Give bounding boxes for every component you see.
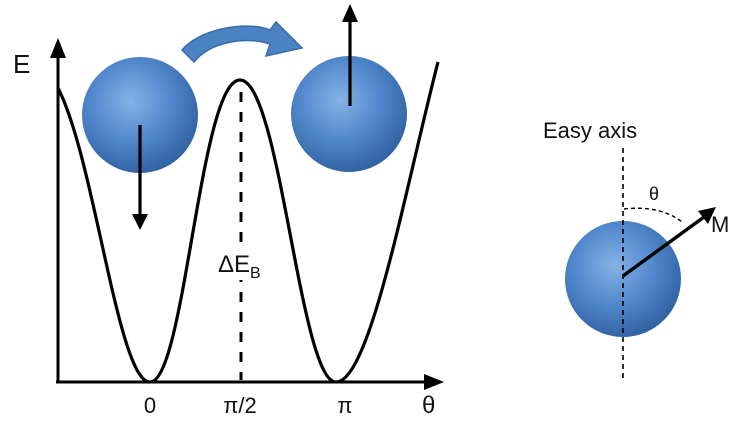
magnetization-arrow [621, 215, 706, 278]
easy-axis-label: Easy axis [543, 118, 637, 143]
particle-diagram: Easy axis θ M [543, 118, 729, 382]
flip-arrow [180, 20, 304, 64]
x-axis-label: θ [422, 392, 435, 419]
x-axis-arrowhead [424, 374, 444, 390]
energy-plot: E θ 0 π/2 π ΔEB [13, 4, 444, 419]
barrier-label: ΔEB [218, 251, 261, 282]
tick-label-pi: π [337, 393, 352, 418]
barrier-label-sub: B [250, 265, 261, 282]
moment-down-arrowhead [132, 214, 148, 230]
y-axis-arrowhead [50, 38, 66, 58]
tick-label-zero: 0 [144, 393, 156, 418]
sphere-moment-up [291, 56, 407, 172]
energy-curve [56, 61, 440, 384]
barrier-label-main: ΔE [218, 251, 250, 278]
magnetization-arrowhead [698, 207, 716, 224]
angle-label: θ [649, 184, 659, 204]
moment-label: M [711, 212, 729, 237]
sphere-moment-down [82, 57, 198, 173]
angle-arc [623, 207, 683, 223]
tick-label-pi-half: π/2 [223, 393, 257, 418]
y-axis-label: E [13, 49, 30, 79]
moment-up-arrowhead [342, 4, 358, 22]
barrier-label-backing [212, 246, 274, 280]
